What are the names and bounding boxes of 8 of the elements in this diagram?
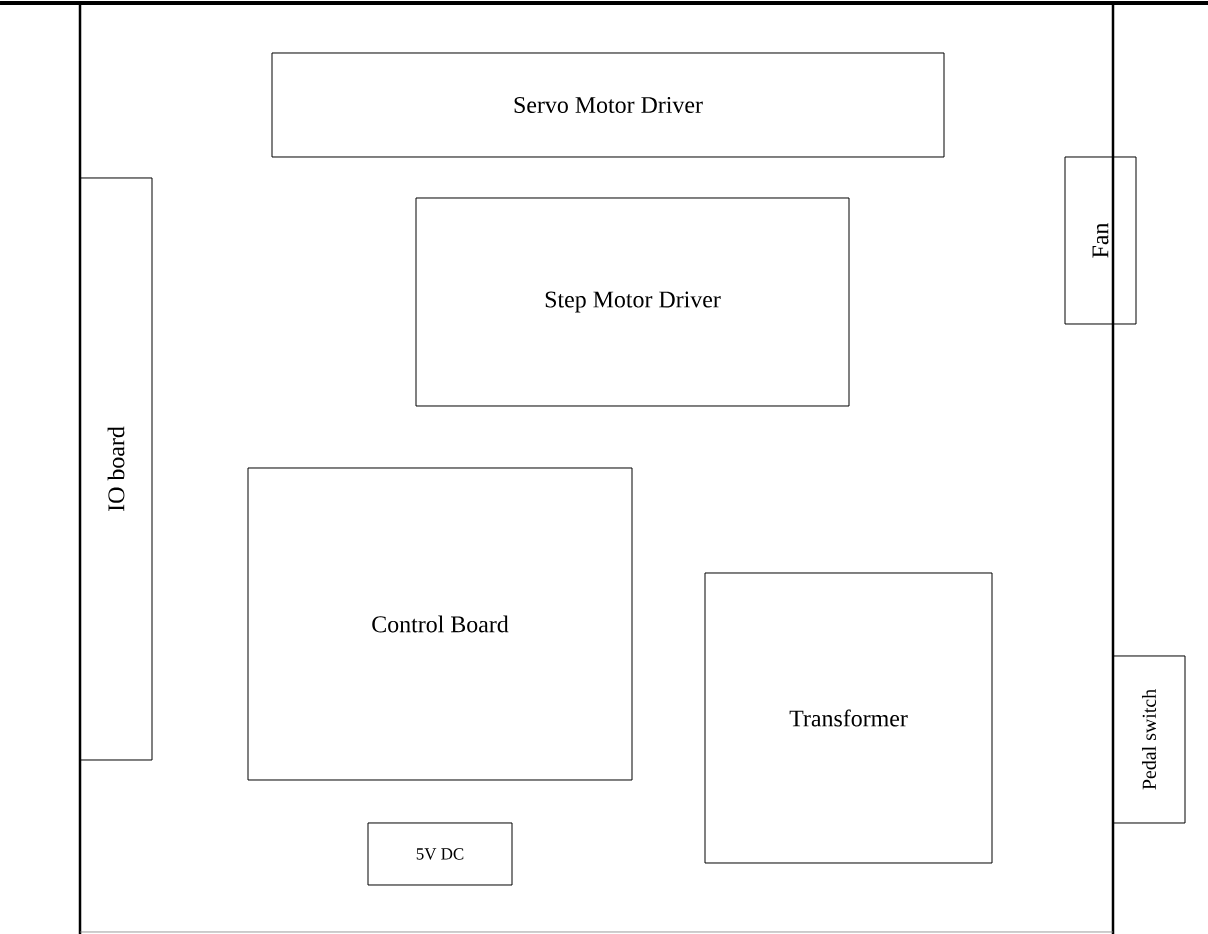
component-box: 5V DC	[367, 822, 513, 886]
component-box: Control Board	[247, 467, 633, 781]
component-box: Fan	[1064, 156, 1137, 325]
component-box: Servo Motor Driver	[271, 52, 945, 158]
component-box: IO board	[79, 177, 153, 761]
component-box: Step Motor Driver	[415, 197, 850, 407]
component-box: Transformer	[704, 572, 993, 864]
component-box: Pedal switch	[1112, 655, 1186, 824]
